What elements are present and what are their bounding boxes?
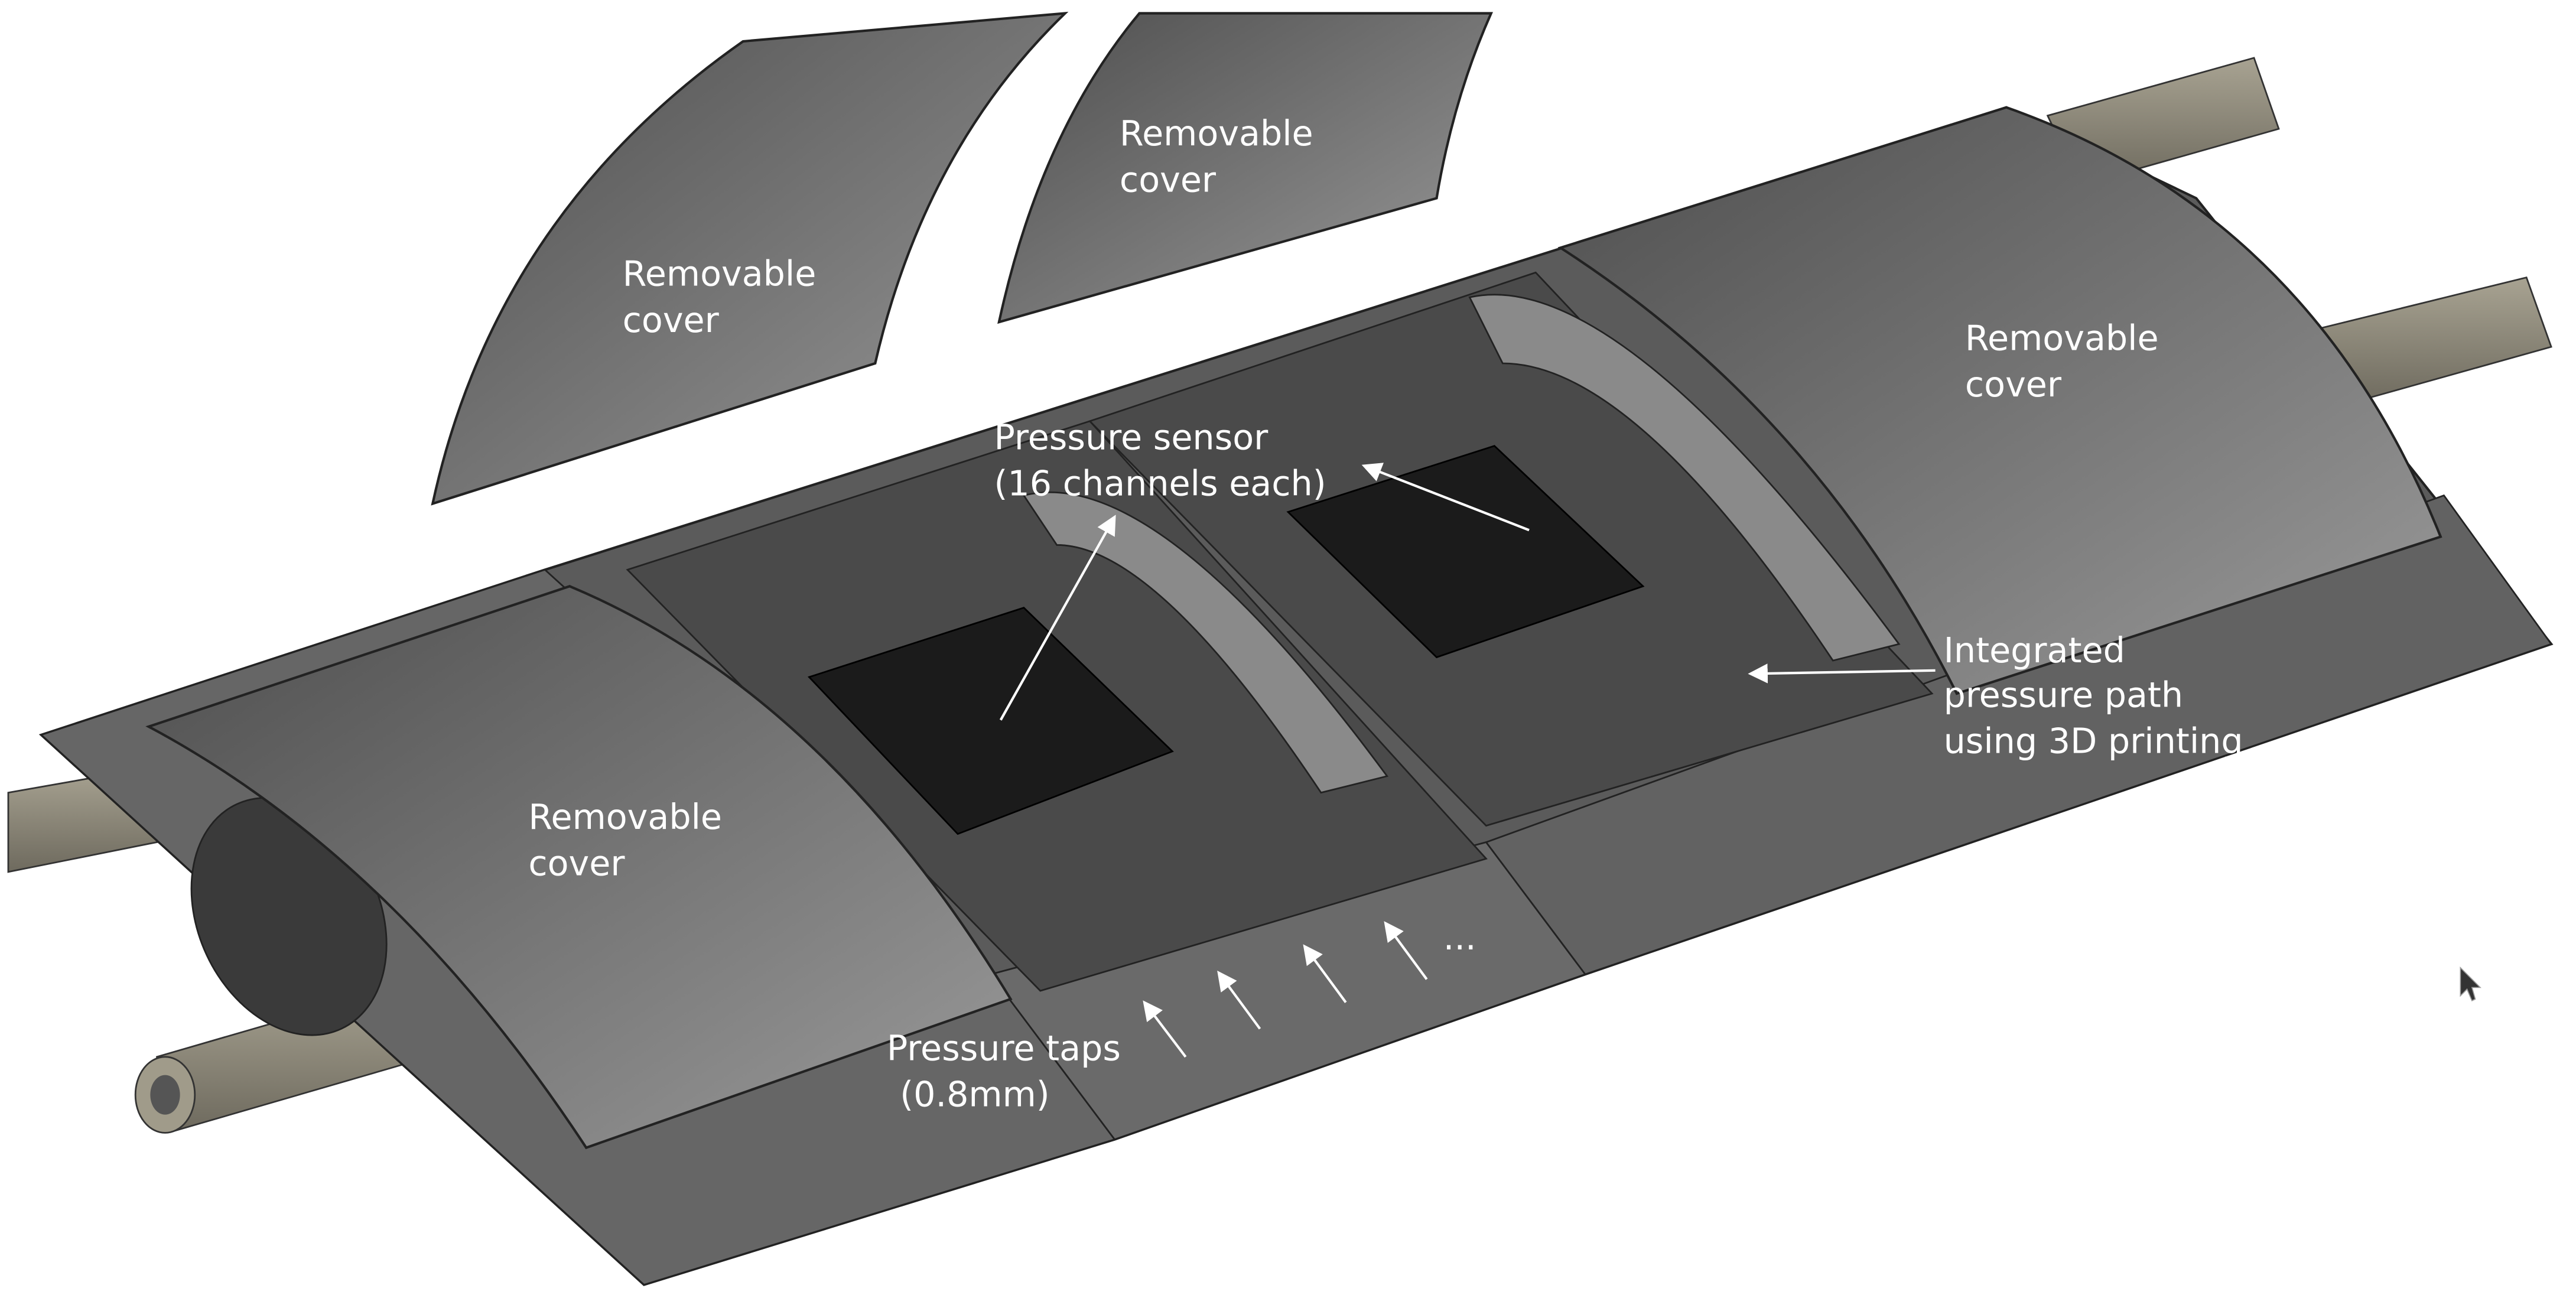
annotation-arrows: [999, 463, 1936, 1058]
pressure-sensors: [807, 445, 1645, 835]
removable-covers: [145, 11, 2442, 1150]
pressure-taps-label: Pressure taps(0.8mm): [887, 1028, 1121, 1114]
pressure-sensor-label: Pressure sensor(16 channels each): [994, 417, 1326, 503]
mouse-pointer-icon: [2460, 966, 2481, 1001]
ellipsis-label: ...: [1443, 918, 1476, 958]
